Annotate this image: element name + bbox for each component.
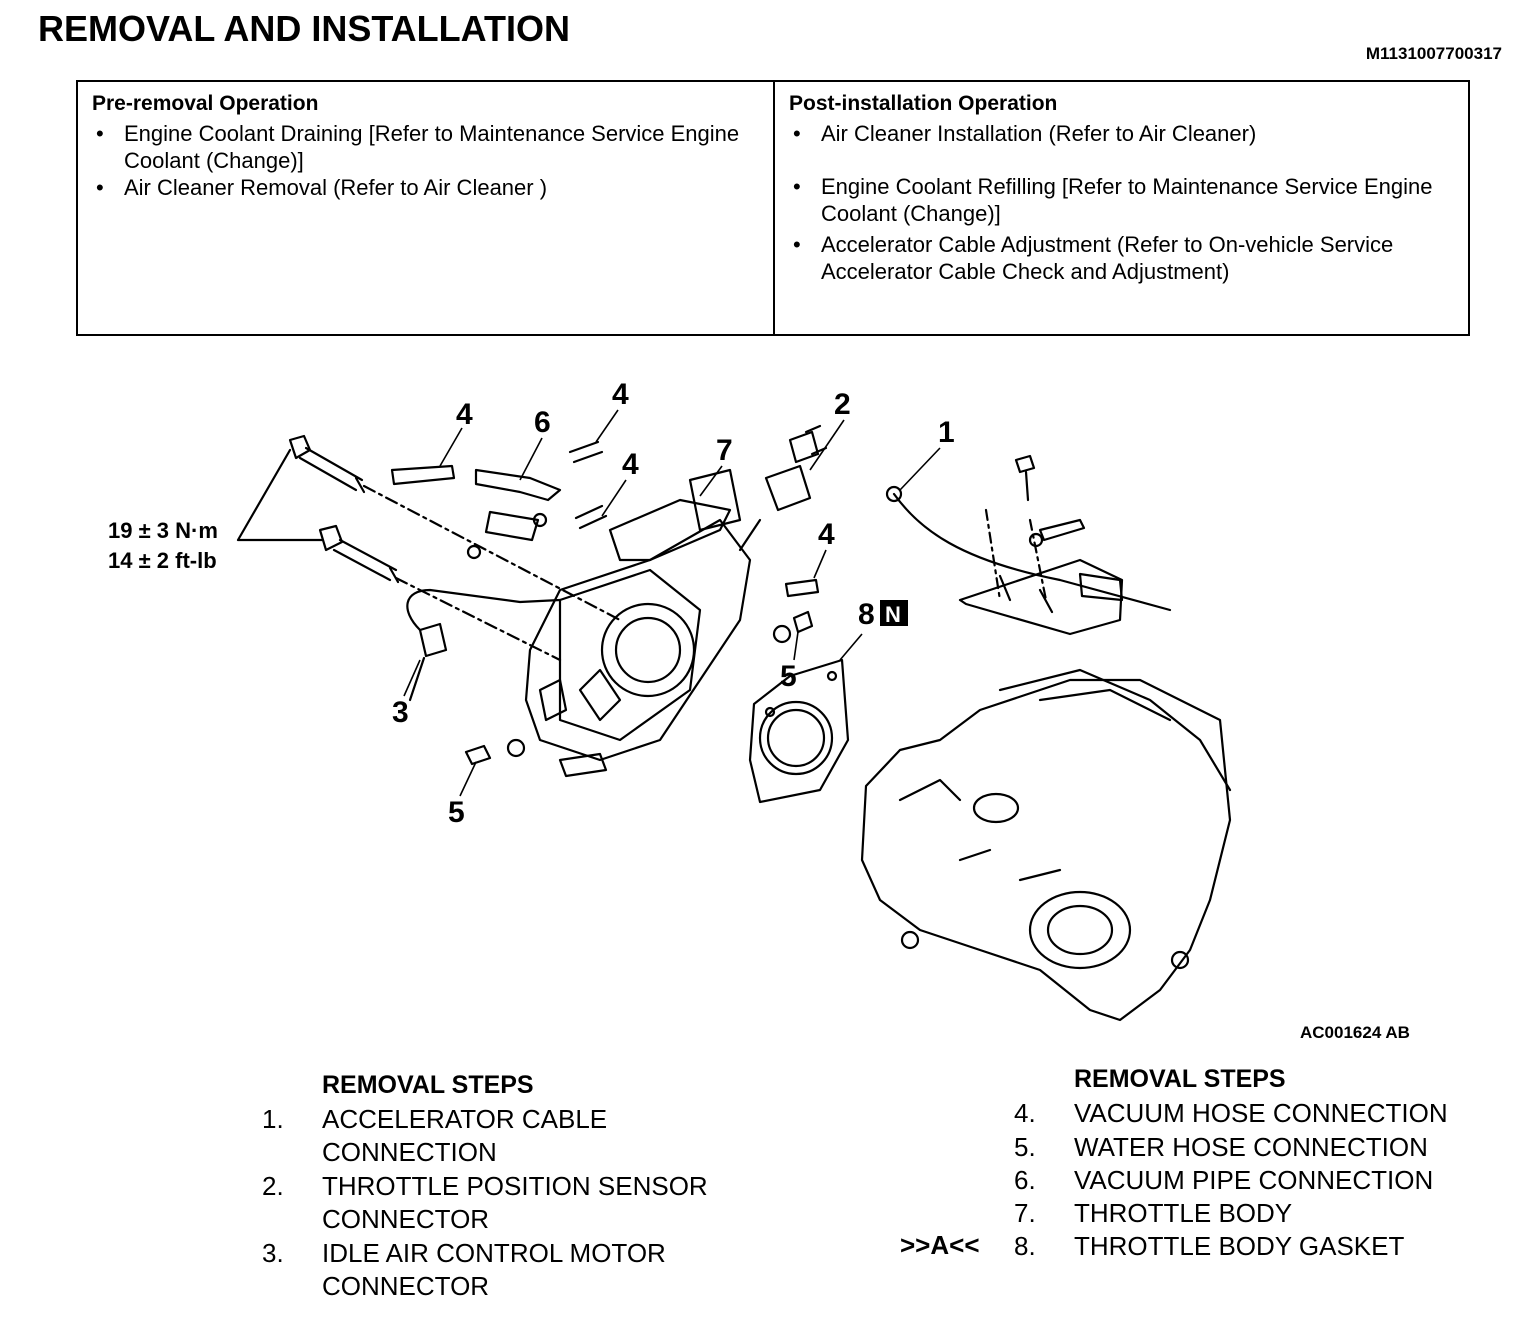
service-point-marker: >>A<< (900, 1230, 980, 1260)
vacuum-pipe-icon (474, 468, 562, 502)
callout-1: 1 (938, 416, 955, 449)
pre-removal-item: Air Cleaner Removal (Refer to Air Cleane… (92, 174, 759, 201)
post-installation-column: Post-installation Operation Air Cleaner … (775, 82, 1468, 334)
step-text: VACUUM HOSE CONNECTION (1074, 1098, 1448, 1128)
step-text: VACUUM PIPE CONNECTION (1074, 1165, 1434, 1195)
operations-table: Pre-removal Operation Engine Coolant Dra… (76, 80, 1470, 336)
step-number: 6. (1014, 1165, 1036, 1195)
callout-7: 7 (716, 434, 733, 467)
step-number: 1. (262, 1104, 284, 1134)
new-part-badge-label: N (885, 602, 901, 627)
step-text: IDLE AIR CONTROL MOTOR (322, 1238, 666, 1268)
removal-step: 1. ACCELERATOR CABLE CONNECTION (262, 1103, 822, 1169)
document-id: M1131007700317 (1365, 44, 1502, 63)
pre-removal-list: Engine Coolant Draining [Refer to Mainte… (92, 120, 759, 201)
removal-step: 4. VACUUM HOSE CONNECTION (1014, 1097, 1514, 1130)
throttle-position-sensor-connector-icon (738, 424, 828, 552)
post-installation-item: Accelerator Cable Adjustment (Refer to O… (789, 231, 1454, 285)
torque-nm: 19 ± 3 N·m (108, 518, 218, 543)
bolt-lower-icon (318, 524, 400, 584)
figure-id: AC001624 AB (1300, 1023, 1410, 1042)
removal-step: 3. IDLE AIR CONTROL MOTOR CONNECTOR (262, 1237, 822, 1303)
vacuum-hose-stub-icon (390, 464, 456, 486)
removal-step: 6. VACUUM PIPE CONNECTION (1014, 1164, 1514, 1197)
step-number: 2. (262, 1171, 284, 1201)
accelerator-cable-bracket-icon (885, 454, 1172, 636)
callout-5a: 5 (780, 660, 797, 693)
throttle-body-icon (524, 468, 752, 778)
page-title: REMOVAL AND INSTALLATION (38, 8, 570, 49)
idle-air-control-connector-icon (406, 588, 562, 702)
callout-8: 8 (858, 598, 875, 631)
step-number: 4. (1014, 1098, 1036, 1128)
step-number: 3. (262, 1238, 284, 1268)
step-text: ACCELERATOR CABLE (322, 1104, 608, 1134)
post-installation-item: Engine Coolant Refilling [Refer to Maint… (789, 173, 1454, 227)
step-number: 8. (1014, 1231, 1036, 1261)
new-part-badge (880, 600, 908, 626)
callout-4d: 4 (818, 518, 835, 551)
step-number: 5. (1014, 1132, 1036, 1162)
throttle-body-gasket-icon (748, 658, 850, 804)
callout-4a: 4 (456, 398, 473, 431)
removal-step: 8. THROTTLE BODY GASKET (1014, 1230, 1514, 1263)
step-text: THROTTLE BODY GASKET (1074, 1231, 1405, 1261)
torque-ftlb: 14 ± 2 ft-lb (108, 548, 217, 573)
callout-6: 6 (534, 406, 551, 439)
step-text-continued: CONNECTOR (322, 1204, 490, 1234)
callout-5b: 5 (448, 796, 465, 829)
post-installation-list: Air Cleaner Installation (Refer to Air C… (789, 120, 1454, 285)
pre-removal-item: Engine Coolant Draining [Refer to Mainte… (92, 120, 759, 174)
callout-2: 2 (834, 388, 851, 421)
removal-step: 7. THROTTLE BODY (1014, 1197, 1514, 1230)
removal-step: 5. WATER HOSE CONNECTION (1014, 1131, 1514, 1164)
callout-3: 3 (392, 696, 409, 729)
intake-manifold-icon (860, 668, 1232, 1022)
removal-steps-heading-left: REMOVAL STEPS (322, 1071, 534, 1099)
step-number: 7. (1014, 1198, 1036, 1228)
step-text: THROTTLE BODY (1074, 1198, 1293, 1228)
step-text: WATER HOSE CONNECTION (1074, 1132, 1428, 1162)
pre-removal-column: Pre-removal Operation Engine Coolant Dra… (78, 82, 775, 334)
step-text-continued: CONNECTOR (322, 1271, 490, 1301)
throttle-body-exploded-diagram: 1 2 3 4 4 4 4 5 5 6 7 8 N 19 ± 3 N·m 14 … (108, 378, 1232, 1022)
step-text-continued: CONNECTION (322, 1137, 497, 1167)
pre-removal-heading: Pre-removal Operation (92, 92, 319, 115)
post-installation-heading: Post-installation Operation (789, 92, 1058, 115)
post-installation-item: Air Cleaner Installation (Refer to Air C… (789, 120, 1454, 147)
removal-step: 2. THROTTLE POSITION SENSOR CONNECTOR (262, 1170, 822, 1236)
removal-steps-heading-right: REMOVAL STEPS (1074, 1065, 1286, 1093)
callout-4b: 4 (612, 378, 629, 411)
bolt-upper-icon (288, 434, 366, 494)
callout-4c: 4 (622, 448, 639, 481)
step-text: THROTTLE POSITION SENSOR (322, 1171, 708, 1201)
